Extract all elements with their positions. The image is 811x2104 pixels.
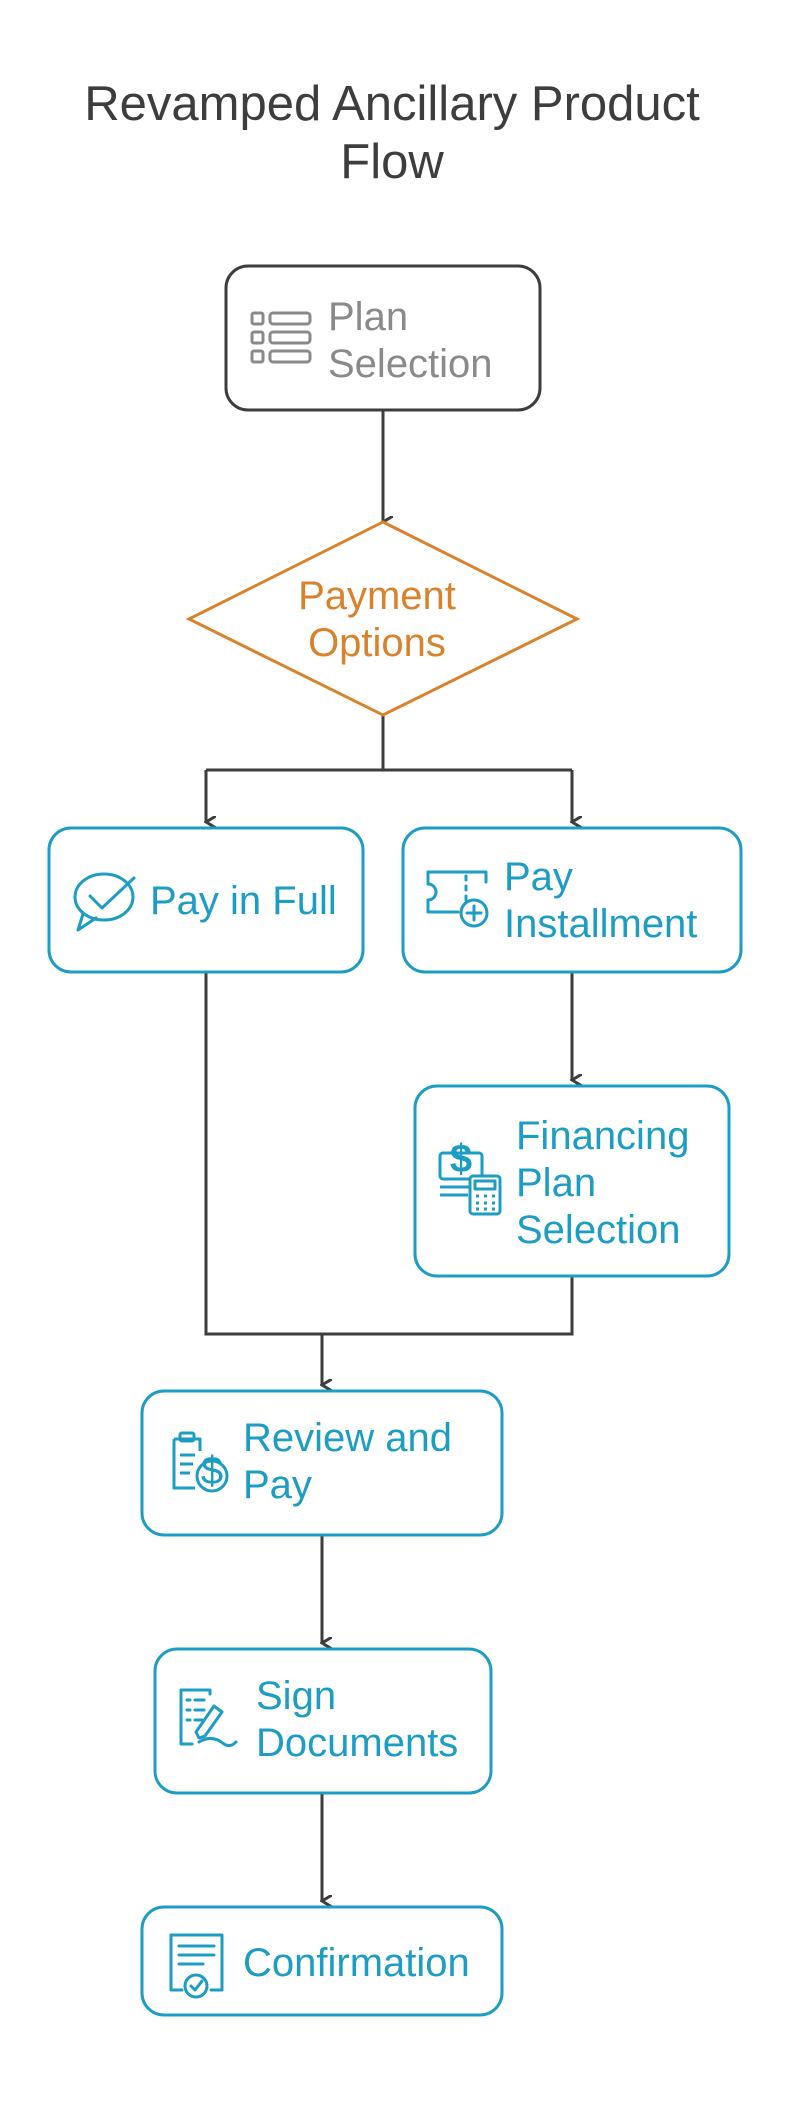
diagram-title-line-2: Flow	[340, 135, 444, 189]
sign-documents-label-line-2: Documents	[256, 1721, 458, 1765]
payment-options-label-line-2: Options	[308, 621, 446, 665]
sign-documents-label-line-1: Sign	[256, 1674, 336, 1718]
list-icon	[250, 311, 312, 364]
pay-in-full-label: Pay in Full	[150, 879, 337, 923]
cash-dollar-glyph: $	[450, 1137, 472, 1181]
financing-plan-selection-label-line-3: Selection	[516, 1208, 681, 1252]
node-payment-options: Payment Options	[185, 520, 581, 717]
node-pay-in-full: Pay in Full	[47, 826, 365, 974]
clipboard-dollar-icon	[172, 1431, 229, 1493]
cash-calculator-icon	[438, 1151, 502, 1216]
chat-check-icon	[73, 872, 136, 932]
financing-plan-selection-label-line-2: Plan	[516, 1161, 596, 1205]
connectors	[206, 410, 572, 1901]
ticket-plus-icon	[426, 870, 489, 928]
pay-installment-label-line-1: Pay	[504, 855, 573, 899]
confirmation-label: Confirmation	[243, 1941, 470, 1985]
plan-selection-label-line-2: Selection	[328, 342, 493, 386]
payment-options-label-line-1: Payment	[298, 574, 456, 618]
connector-pay-in-full-to-merge	[204, 972, 574, 1336]
node-review-and-pay: $ Review and Pay	[140, 1389, 504, 1537]
node-confirmation: Confirmation	[140, 1905, 504, 2017]
review-and-pay-box	[140, 1389, 504, 1537]
node-financing-plan-selection: $ Financing Plan Selection	[413, 1084, 731, 1278]
node-plan-selection: Plan Selection	[224, 264, 542, 412]
diagram-title-line-1: Revamped Ancillary Product	[84, 77, 700, 131]
pay-in-full-box	[47, 826, 365, 974]
pay-installment-label-line-2: Installment	[504, 902, 697, 946]
pay-installment-box	[401, 826, 743, 974]
plan-selection-label-line-1: Plan	[328, 295, 408, 339]
certificate-check-icon	[169, 1933, 224, 1999]
review-and-pay-label-line-1: Review and	[243, 1416, 452, 1460]
connector-payment-split	[206, 715, 572, 772]
sign-documents-box	[153, 1647, 493, 1795]
node-pay-installment: Pay Installment	[401, 826, 743, 974]
clipboard-dollar-glyph: $	[201, 1449, 223, 1493]
node-sign-documents: Sign Documents	[153, 1647, 493, 1795]
review-and-pay-label-line-2: Pay	[243, 1463, 312, 1507]
financing-plan-selection-label-line-1: Financing	[516, 1114, 689, 1158]
document-sign-icon	[179, 1688, 238, 1748]
confirmation-box	[140, 1905, 504, 2017]
plan-selection-box	[224, 264, 542, 412]
payment-options-diamond	[185, 520, 581, 717]
financing-plan-selection-box	[413, 1084, 731, 1278]
